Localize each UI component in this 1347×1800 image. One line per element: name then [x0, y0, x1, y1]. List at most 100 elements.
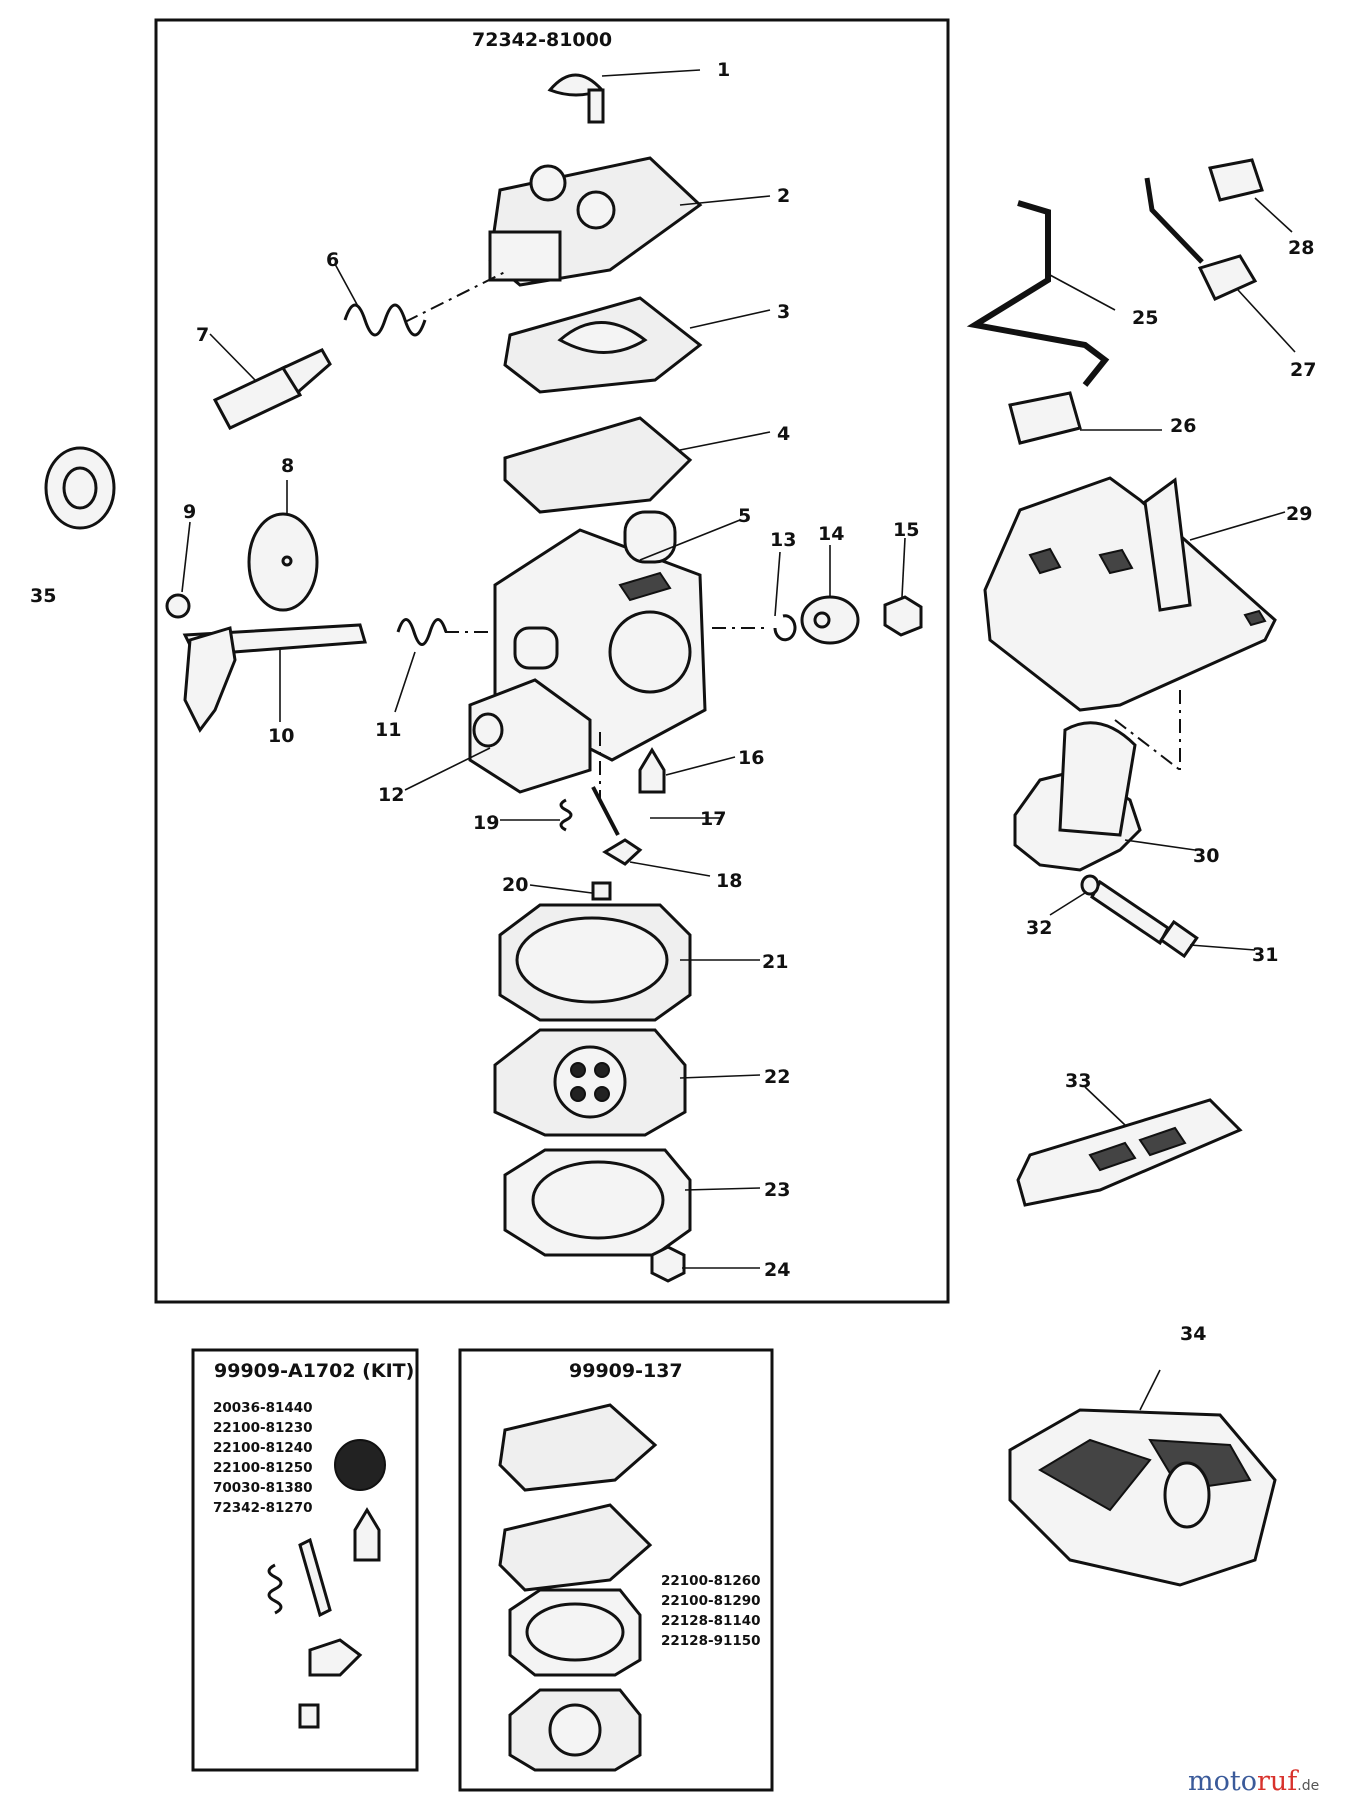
- part-26-bushing: [1008, 391, 1162, 445]
- part-2-pump-cover: [488, 156, 771, 287]
- part-16-inlet-needle: [638, 747, 736, 794]
- kit-a-part-code: 22100-81230: [213, 1420, 313, 1436]
- kit-b-gasket: [498, 1403, 658, 1492]
- kit-b-title: 99909-137: [569, 1360, 683, 1382]
- part-19-spring: [500, 798, 573, 832]
- watermark-suffix: .de: [1297, 1778, 1319, 1794]
- kit-a-title: 99909-A1702 (KIT): [214, 1360, 414, 1382]
- kit-a-part-list: 20036-81440 22100-81230 22100-81240 2210…: [213, 1400, 313, 1516]
- callout-2: 2: [777, 185, 790, 207]
- part-23-metering-cover: [503, 1148, 761, 1257]
- kit-b-diaphragm: [498, 1503, 653, 1592]
- part-35-washer: [44, 446, 116, 530]
- callout-9: 9: [183, 501, 196, 523]
- part-15-nut: [883, 537, 923, 637]
- part-18-metering-lever: [602, 838, 711, 877]
- callout-27: 27: [1290, 359, 1316, 381]
- callout-19: 19: [473, 812, 499, 834]
- callout-1: 1: [717, 59, 730, 81]
- part-21-gasket: [498, 903, 760, 1022]
- part-8-throttle-disc: [247, 480, 319, 612]
- part-13-clip: [773, 551, 797, 642]
- kit-b-illustrations: [498, 1403, 658, 1772]
- part-32-washer: [1049, 874, 1100, 916]
- kit-a-screw: [298, 1703, 320, 1729]
- kit-a-frame: [191, 1348, 419, 1772]
- callout-34: 34: [1180, 1323, 1206, 1345]
- part-29-air-box: [983, 476, 1286, 712]
- callout-33: 33: [1065, 1070, 1091, 1092]
- callout-13: 13: [770, 529, 796, 551]
- watermark-brand-b: ruf: [1257, 1766, 1299, 1797]
- svg-text:motoruf.de: motoruf.de: [1188, 1766, 1319, 1797]
- part-11-spring: [394, 618, 448, 713]
- part-14-washer: [800, 545, 860, 645]
- callout-14: 14: [818, 523, 844, 545]
- main-assembly-part-number: 72342-81000: [472, 29, 612, 51]
- callout-21: 21: [762, 951, 788, 973]
- kit-a-lever: [308, 1638, 363, 1677]
- callout-25: 25: [1132, 307, 1158, 329]
- kit-a-part-code: 72342-81270: [213, 1500, 313, 1516]
- callout-35: 35: [30, 585, 56, 607]
- kit-a-pin: [298, 1537, 332, 1618]
- kit-a-part-code: 22100-81240: [213, 1440, 313, 1456]
- kit-b-part-code: 22100-81260: [661, 1573, 761, 1589]
- part-12-fuel-inlet: [404, 678, 592, 794]
- callout-8: 8: [281, 455, 294, 477]
- kit-b-diaphragm-center: [548, 1703, 602, 1757]
- part-6-spring: [334, 263, 427, 337]
- kit-a-needle: [353, 1507, 381, 1562]
- callout-labels: 1 2 3 4 5 6 7 8 9 10 11 12 13 14 15 16 1…: [30, 59, 1316, 1345]
- callout-24: 24: [764, 1259, 790, 1281]
- callout-4: 4: [777, 423, 790, 445]
- kit-b-frame: [458, 1348, 774, 1792]
- kit-b-part-list: 22100-81260 22100-81290 22128-81140 2212…: [661, 1573, 761, 1649]
- callout-12: 12: [378, 784, 404, 806]
- kit-a-illustrations: [267, 1439, 386, 1729]
- part-9-nut: [165, 521, 191, 619]
- callout-22: 22: [764, 1066, 790, 1088]
- part-33-filter-plate: [1016, 1086, 1243, 1207]
- part-34-air-filter: [1008, 1369, 1277, 1587]
- kit-b-gasket-ring-hole: [525, 1602, 625, 1662]
- callout-18: 18: [716, 870, 742, 892]
- main-assembly-frame: [154, 18, 950, 1304]
- part-27-lever: [1144, 177, 1296, 353]
- part-17-lever-pin: [591, 786, 720, 836]
- callout-17: 17: [700, 808, 726, 830]
- kit-a-spring: [267, 1563, 283, 1615]
- part-31-bolt: [1090, 879, 1256, 959]
- watermark-logo: motoruf.de: [1188, 1766, 1319, 1797]
- callout-32: 32: [1026, 917, 1052, 939]
- kit-b-part-code: 22100-81290: [661, 1593, 761, 1609]
- part-24-screw: [650, 1245, 760, 1283]
- kit-b-part-code: 22128-91150: [661, 1633, 761, 1649]
- part-22-metering-diaphragm: [493, 1028, 761, 1137]
- callout-16: 16: [738, 747, 764, 769]
- part-20-screw: [529, 881, 612, 901]
- kit-a-part-code: 20036-81440: [213, 1400, 313, 1416]
- callout-15: 15: [893, 519, 919, 541]
- part-7-adjust-screw: [209, 333, 332, 430]
- callout-3: 3: [777, 301, 790, 323]
- callout-20: 20: [502, 874, 528, 896]
- callout-26: 26: [1170, 415, 1196, 437]
- callout-10: 10: [268, 725, 294, 747]
- kit-a-filter-screen: [334, 1439, 386, 1491]
- callout-28: 28: [1288, 237, 1314, 259]
- callout-29: 29: [1286, 503, 1312, 525]
- part-30-intake-elbow: [1013, 721, 1196, 872]
- watermark-brand-a: moto: [1188, 1766, 1257, 1797]
- callout-30: 30: [1193, 845, 1219, 867]
- callout-6: 6: [326, 249, 339, 271]
- part-25-choke-rod: [966, 200, 1116, 387]
- kit-b-part-code: 22128-81140: [661, 1613, 761, 1629]
- part-28-grommet: [1208, 158, 1293, 233]
- callout-31: 31: [1252, 944, 1278, 966]
- part-4-diaphragm: [503, 416, 771, 514]
- part-1-screw: [547, 69, 701, 124]
- callout-23: 23: [764, 1179, 790, 1201]
- callout-7: 7: [196, 324, 209, 346]
